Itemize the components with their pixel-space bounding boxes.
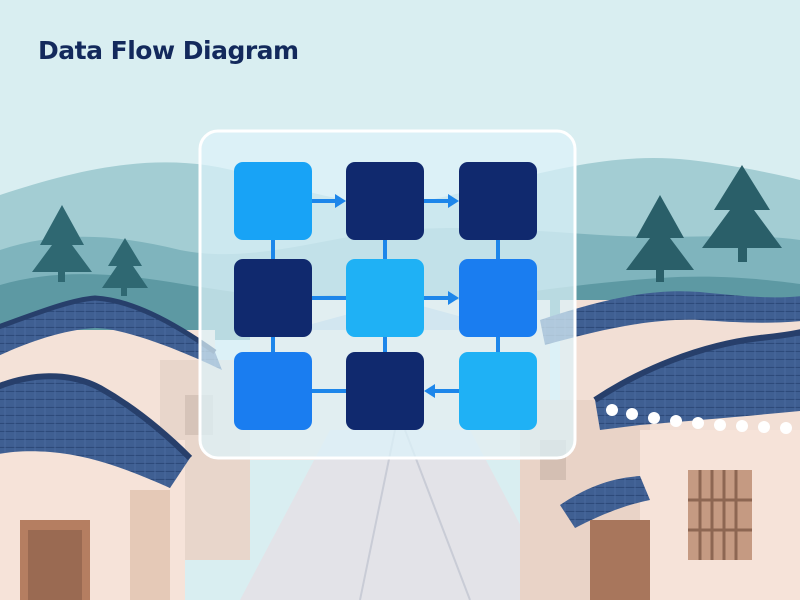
node-n3 xyxy=(459,162,537,240)
diagram-nodes xyxy=(234,162,537,430)
left-roof-upper-ridge xyxy=(0,295,217,355)
arrowhead-icon xyxy=(448,194,459,208)
arrowhead-icon xyxy=(335,194,346,208)
left-pillar xyxy=(130,490,170,600)
node-n5 xyxy=(346,259,424,337)
edge-e2 xyxy=(424,194,459,208)
node-n8 xyxy=(346,352,424,430)
node-n4 xyxy=(234,259,312,337)
diagram-edges xyxy=(271,194,500,398)
pine-tree-icon xyxy=(32,205,92,282)
node-n2 xyxy=(346,162,424,240)
pine-tree-icon xyxy=(102,238,148,296)
arrowhead-icon xyxy=(448,291,459,305)
page-title: Data Flow Diagram xyxy=(38,36,299,65)
edge-e6 xyxy=(424,384,459,398)
node-n6 xyxy=(459,259,537,337)
right-door xyxy=(590,520,650,600)
edge-e4 xyxy=(424,291,459,305)
edge-e1 xyxy=(312,194,346,208)
left-roof-lower xyxy=(0,376,190,488)
node-n1 xyxy=(234,162,312,240)
arrowhead-icon xyxy=(424,384,435,398)
left-door-panel xyxy=(28,530,82,600)
node-n9 xyxy=(459,352,537,430)
right-window-lattice xyxy=(688,470,752,560)
right-roof-lower-ridge xyxy=(593,329,800,403)
node-n7 xyxy=(234,352,312,430)
left-roof-lower-ridge xyxy=(0,373,193,461)
right-roof-small xyxy=(560,476,650,528)
road xyxy=(240,430,560,600)
roof-tile-ends xyxy=(606,404,792,434)
pine-tree-icon xyxy=(702,165,782,262)
right-roof-lower xyxy=(595,332,800,430)
pine-tree-icon xyxy=(626,195,694,282)
right-roof-upper xyxy=(540,291,800,345)
left-roof-upper xyxy=(0,298,222,370)
lattice-bars xyxy=(688,470,752,560)
